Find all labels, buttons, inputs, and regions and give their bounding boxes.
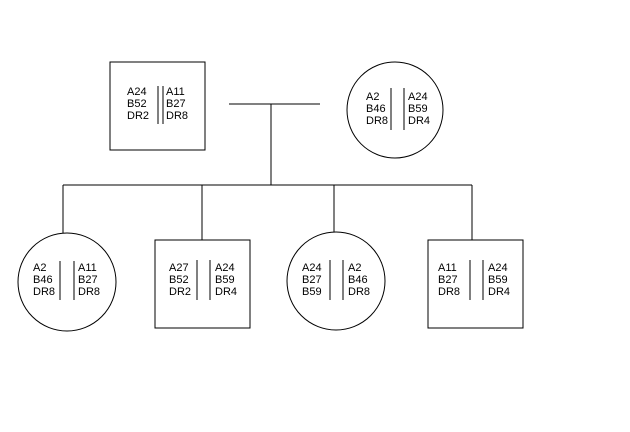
child-2-node: A27 B52 DR2 A24 B59 DR4 [154,239,251,329]
father-hap2-a: A11 [166,86,185,98]
child-1-hap2-a: A11 [78,262,97,274]
father-hap1-b: B52 [127,98,147,110]
child-1-hap1-dr: DR8 [33,286,55,298]
child-4-hap1-b: B27 [438,274,458,286]
child-2-square [154,239,251,329]
child-2-hap1-b: B52 [169,274,189,286]
child-3-node: A24 B27 B59 A2 B46 DR8 [286,231,386,331]
mother-hap1-dr: DR8 [366,115,388,127]
child-4-hap1-dr: DR8 [438,286,460,298]
child-2-hap1-dr: DR2 [169,286,191,298]
mother-hap1-a: A2 [366,91,379,103]
mother-hap2-a: A24 [408,91,428,103]
father-hap2-dr: DR8 [166,110,188,122]
child-1-hap1-b: B46 [33,274,53,286]
child-4-hap2-a: A24 [488,262,508,274]
child-4-square [427,239,524,329]
mother-hap2-b: B59 [408,103,428,115]
child-1-circle [17,232,117,332]
mother-hap1-b: B46 [366,103,386,115]
child-1-node: A2 B46 DR8 A11 B27 DR8 [17,232,117,332]
child-3-hap1-b2: B59 [302,286,322,298]
child-1-hap1-a: A2 [33,262,46,274]
child-4-hap2-dr: DR4 [488,286,510,298]
father-hap1-a: A24 [127,86,147,98]
child-4-hap2-b: B59 [488,274,508,286]
child-4-node: A11 B27 DR8 A24 B59 DR4 [427,239,524,329]
child-2-hap2-dr: DR4 [215,286,237,298]
mother-hap2-dr: DR4 [408,115,430,127]
child-2-hap1-a: A27 [169,262,189,274]
child-3-hap2-b: B46 [348,274,368,286]
child-3-hap1-b: B27 [302,274,322,286]
father-node: A24 B52 DR2 A11 B27 DR8 [109,61,206,151]
mother-node: A2 B46 DR8 A24 B59 DR4 [346,61,444,159]
child-3-hap1-a: A24 [302,262,322,274]
child-3-circle [286,231,386,331]
child-3-hap2-a: A2 [348,262,361,274]
child-2-hap2-b: B59 [215,274,235,286]
father-hap2-b: B27 [166,98,186,110]
child-1-hap2-dr: DR8 [78,286,100,298]
child-1-hap2-b: B27 [78,274,98,286]
mother-circle [346,61,444,159]
father-hap1-dr: DR2 [127,110,149,122]
child-3-hap2-dr: DR8 [348,286,370,298]
child-4-hap1-a: A11 [438,262,457,274]
child-2-hap2-a: A24 [215,262,235,274]
